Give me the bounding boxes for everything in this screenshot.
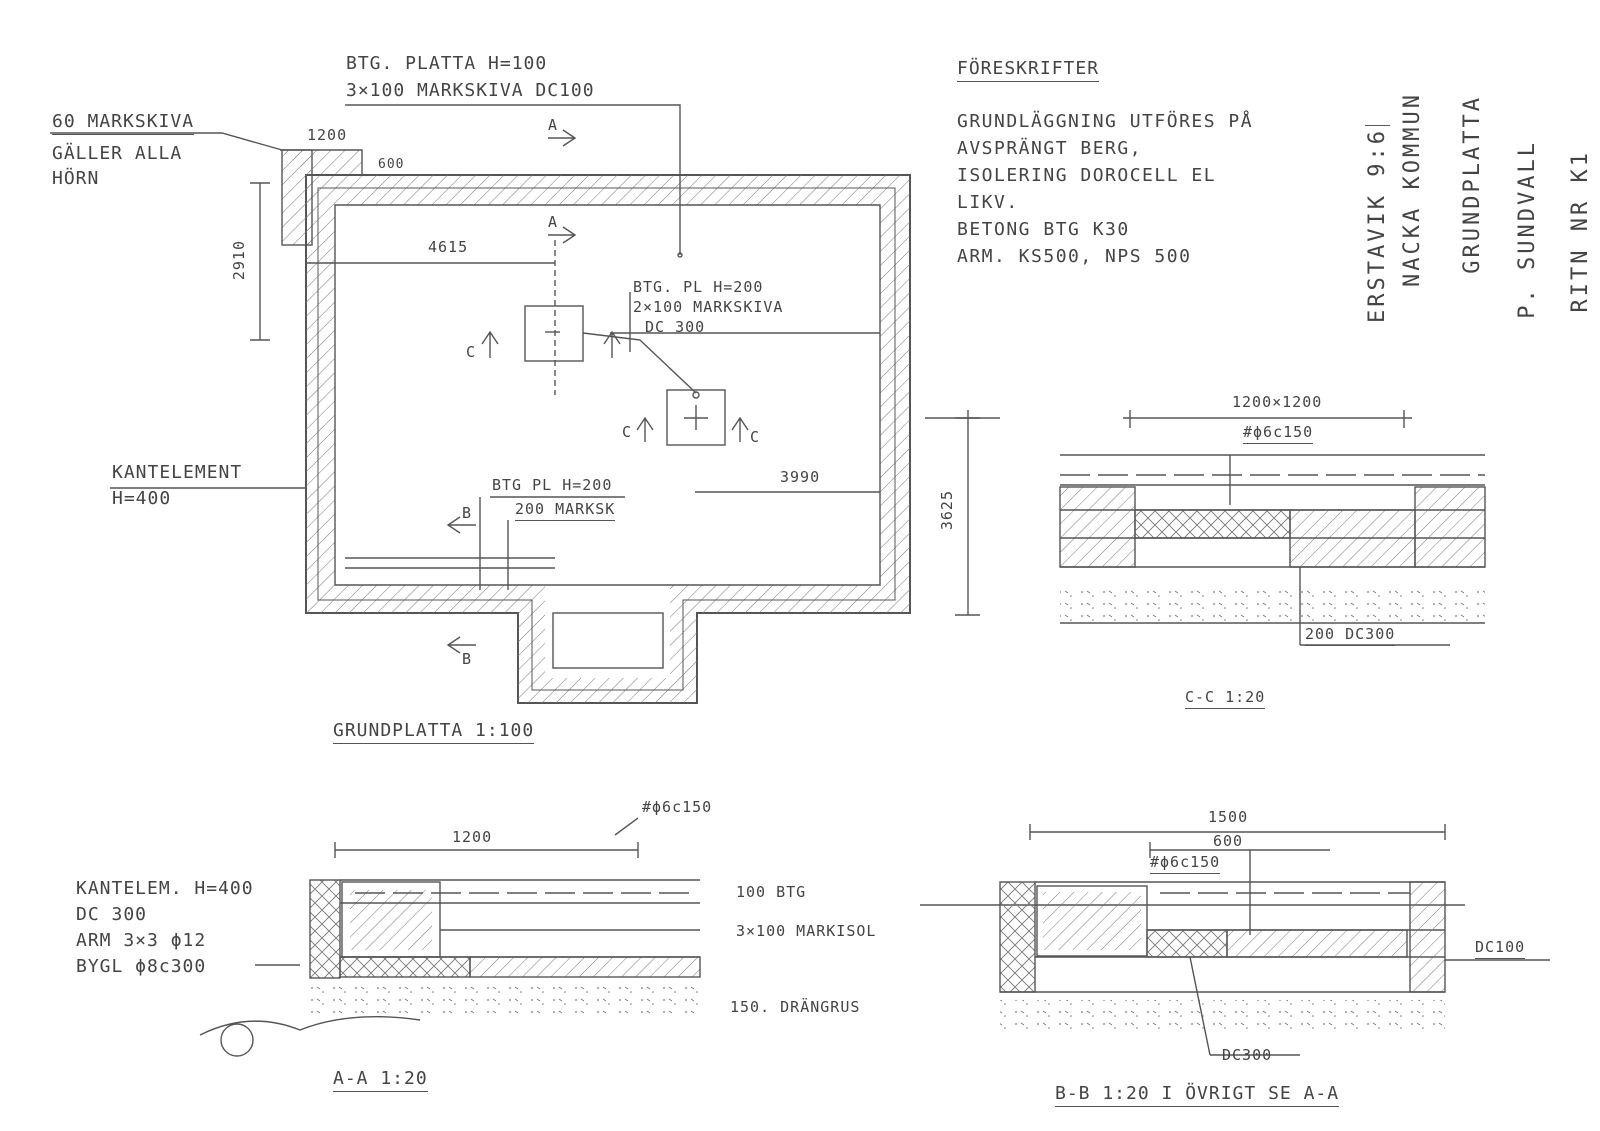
bb-rebar: #ϕ6c150 — [1150, 854, 1221, 874]
slab-main-label-2: 3×100 MARKSKIVA DC100 — [346, 80, 595, 101]
plan-entrance-recess — [552, 612, 664, 669]
section-marker-a-top: A — [548, 116, 559, 134]
plan-column-pad-2 — [666, 389, 726, 446]
section-aa-graphic — [199, 817, 701, 1057]
section-cc-graphic — [1059, 410, 1486, 646]
dim-2910: 2910 — [230, 240, 248, 281]
corner-board-label-2: GÄLLER ALLA — [52, 143, 183, 164]
aa-rebar: #ϕ6c150 — [642, 798, 713, 816]
aa-edge-label-4: BYGL ϕ8c300 — [76, 956, 207, 977]
bb-label-dc300: DC300 — [1222, 1046, 1273, 1064]
plan-edge-hatch-band — [306, 175, 910, 703]
bb-title: B-B 1:20 I ÖVRIGT SE A-A — [1055, 1084, 1340, 1107]
title-drawing: GRUNDPLATTA — [1460, 95, 1485, 274]
note-line: GRUNDLÄGGNING UTFÖRES PÅ — [957, 111, 1254, 132]
note-line: LIKV. — [957, 192, 1019, 213]
edge-element-label-1: KANTELEMENT — [112, 462, 243, 483]
aa-edge-label-1: KANTELEM. H=400 — [76, 878, 254, 899]
note-line: ARM. KS500, NPS 500 — [957, 246, 1192, 267]
cc-dim: 1200×1200 — [1232, 393, 1323, 411]
bb-dim-600: 600 — [1213, 832, 1244, 850]
cc-insulation-label: 200 DC300 — [1305, 626, 1396, 646]
section-marker-c-3: C — [750, 428, 761, 446]
title-number: RITN NR K1 — [1568, 150, 1593, 313]
section-marker-c-2: C — [622, 423, 633, 441]
dim-4615: 4615 — [428, 238, 469, 256]
note-line: AVSPRÄNGT BERG, — [957, 138, 1143, 159]
bb-dim-1500: 1500 — [1208, 808, 1249, 826]
title-municipality: NACKA KOMMUN — [1400, 92, 1425, 287]
plan-column-pad-1 — [524, 305, 584, 362]
section-marker-a-mid: A — [548, 213, 559, 231]
section-bb-graphic — [920, 824, 1550, 1056]
edge-element-label-2: H=400 — [112, 488, 172, 509]
aa-edge-label-2: DC 300 — [76, 904, 148, 925]
cc-title: C-C 1:20 — [1185, 689, 1266, 709]
corner-board-label-1: 60 MARKSKIVA — [52, 112, 195, 135]
section-marker-b-2: B — [462, 650, 473, 668]
cc-rebar: #ϕ6c150 — [1243, 424, 1314, 444]
title-author: P. SUNDVALL — [1515, 140, 1540, 319]
dim-3625: 3625 — [938, 490, 956, 531]
dim-3990: 3990 — [780, 468, 821, 486]
corner-dim-1200: 1200 — [307, 126, 348, 144]
title-project: ERSTAVIK 9:6 — [1365, 125, 1390, 323]
strip-label-1: BTG PL H=200 — [492, 476, 613, 494]
pad-label-3: DC 300 — [645, 318, 706, 336]
section-marker-b-1: B — [462, 504, 473, 522]
notes-block: GRUNDLÄGGNING UTFÖRES PÅ AVSPRÄNGT BERG,… — [957, 108, 1253, 270]
aa-title: A-A 1:20 — [333, 1069, 428, 1092]
aa-layer-insulation: 3×100 MARKISOL — [736, 922, 877, 940]
bb-label-dc100: DC100 — [1475, 939, 1526, 959]
aa-edge-label-3: ARM 3×3 ϕ12 — [76, 930, 207, 951]
aa-layer-gravel: 150. DRÄNGRUS — [730, 998, 861, 1016]
section-marker-c-1: C — [466, 343, 477, 361]
strip-label-2: 200 MARKSK — [515, 501, 616, 521]
corner-dim-600: 600 — [378, 157, 405, 172]
aa-dim: 1200 — [452, 828, 493, 846]
note-line: BETONG BTG K30 — [957, 219, 1130, 240]
plan-inner-outline — [334, 204, 881, 586]
plan-outer-outline — [305, 174, 911, 704]
pad-label-1: BTG. PL H=200 — [633, 278, 764, 296]
corner-board-label-3: HÖRN — [52, 168, 100, 189]
pad-label-2: 2×100 MARKSKIVA — [633, 298, 784, 316]
notes-heading: FÖRESKRIFTER — [957, 59, 1100, 82]
plan-title: GRUNDPLATTA 1:100 — [333, 721, 535, 744]
note-line: ISOLERING DOROCELL EL — [957, 165, 1217, 186]
aa-layer-concrete: 100 BTG — [736, 883, 807, 901]
slab-main-label-1: BTG. PLATTA H=100 — [346, 53, 548, 74]
